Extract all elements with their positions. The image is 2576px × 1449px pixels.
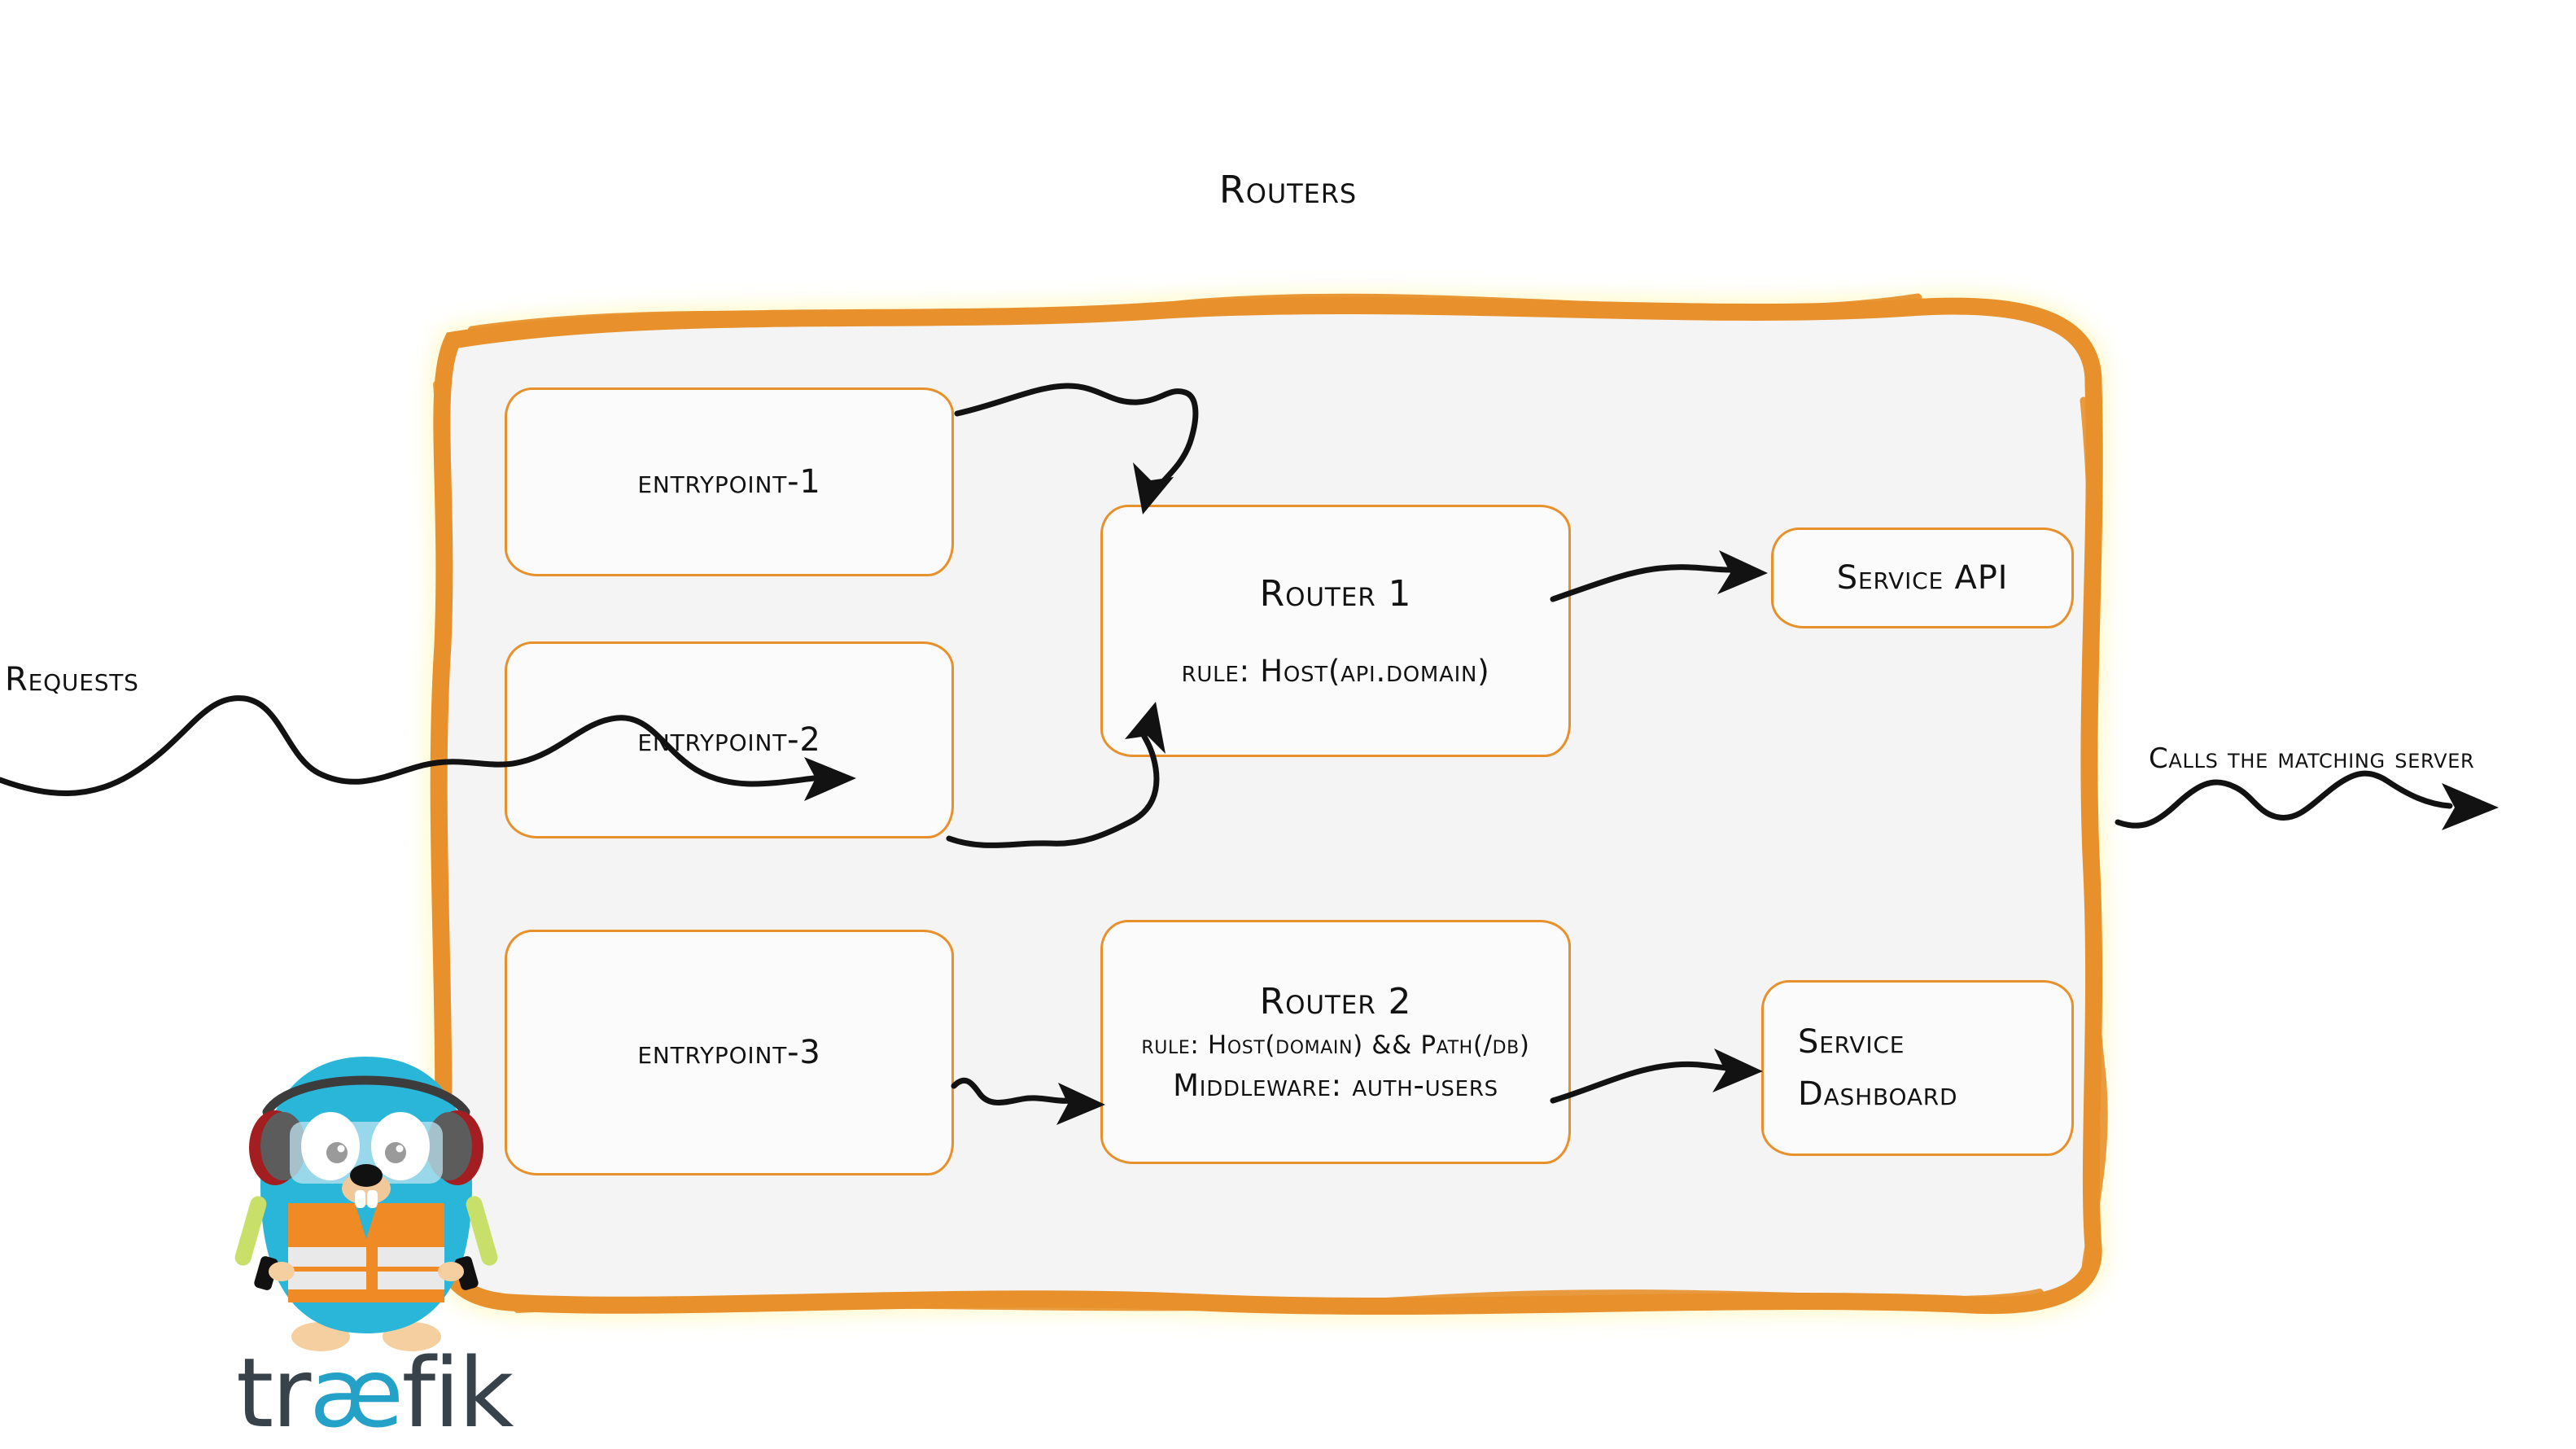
wordmark-ae-ligature: æ <box>309 1337 404 1449</box>
arrow-layer <box>0 383 2499 1125</box>
router-1-title: Router 1 <box>1259 573 1412 615</box>
traefik-logo: træfik <box>234 1034 514 1441</box>
arrow-router1-to-service-api <box>1550 550 1768 602</box>
gopher-eye-left <box>301 1112 360 1180</box>
entrypoint-2-label: entrypoint-2 <box>637 721 821 759</box>
entrypoint-3-box[interactable]: entrypoint-3 <box>505 930 954 1175</box>
safety-vest-reflective-stripes-icon <box>288 1247 444 1289</box>
service-api-label: Service API <box>1836 559 2009 597</box>
gopher-mascot-icon <box>234 1057 498 1351</box>
arrow-routers-to-servers <box>2115 770 2499 830</box>
wordmark-part1: tr <box>236 1337 311 1449</box>
service-api-box[interactable]: Service API <box>1771 528 2074 628</box>
gopher-nose <box>350 1164 383 1187</box>
requests-label: Requests <box>5 661 139 698</box>
arrow-entrypoint1-to-router1 <box>954 383 1199 514</box>
page-title: Routers <box>1218 168 1358 212</box>
gopher-eye-right <box>371 1112 430 1180</box>
arrow-entrypoint3-to-router2 <box>951 1077 1105 1125</box>
service-dashboard-label-line2: Dashboard <box>1798 1075 1958 1113</box>
arrow-requests-into-routers <box>0 695 856 801</box>
gopher-tooth-left <box>355 1190 365 1208</box>
marshalling-wand-left-icon <box>234 1196 295 1290</box>
gopher-tooth-right <box>367 1190 378 1208</box>
router-1-box[interactable]: Router 1 rule: Host(api.domain) <box>1100 505 1571 757</box>
router-2-box[interactable]: Router 2 rule: Host(domain) && Path(/db)… <box>1100 920 1571 1164</box>
service-dashboard-label-line1: Service <box>1798 1023 1905 1061</box>
router-2-rule: rule: Host(domain) && Path(/db) <box>1141 1031 1530 1060</box>
entrypoint-1-label: entrypoint-1 <box>637 463 821 501</box>
headphones-band-icon <box>262 1075 470 1117</box>
router-1-rule: rule: Host(api.domain) <box>1181 654 1490 689</box>
wordmark-part2: fik <box>401 1337 514 1449</box>
arrow-entrypoint2-to-router1 <box>946 702 1166 848</box>
traefik-wordmark: træfik <box>236 1345 514 1441</box>
router-2-middleware: Middleware: auth-users <box>1173 1068 1498 1103</box>
router-2-title: Router 2 <box>1259 981 1412 1022</box>
entrypoint-1-box[interactable]: entrypoint-1 <box>505 387 954 576</box>
entrypoint-3-label: entrypoint-3 <box>637 1034 821 1071</box>
arrow-router2-to-service-dashboard <box>1550 1048 1763 1104</box>
service-dashboard-box[interactable]: Service Dashboard <box>1761 980 2074 1156</box>
calls-the-matching-server-label: Calls the matching server <box>2149 742 2475 775</box>
marshalling-wand-right-icon <box>438 1196 498 1290</box>
entrypoint-2-box[interactable]: entrypoint-2 <box>505 641 954 838</box>
